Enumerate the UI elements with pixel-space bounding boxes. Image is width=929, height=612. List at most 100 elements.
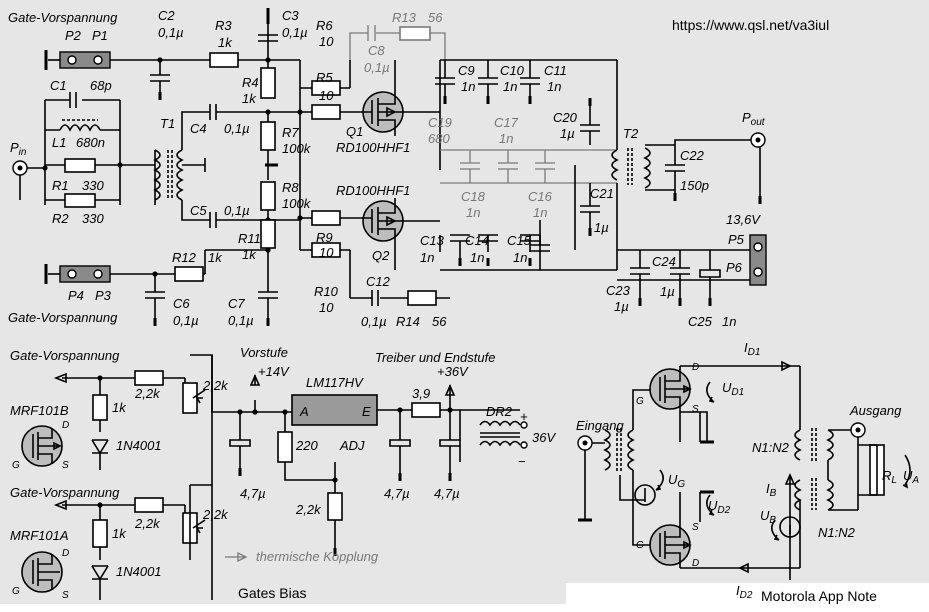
caption-motorola: Motorola App Note [761, 588, 877, 604]
label-ausgang: Ausgang [849, 403, 902, 418]
label-c14: C14 [465, 233, 489, 248]
resistor-r5 [311, 80, 341, 96]
value-c2: 0,1µ [158, 25, 184, 40]
pin-e: E [362, 404, 371, 419]
label-c4: C4 [190, 121, 207, 136]
label-c13: C13 [420, 233, 445, 248]
label-ud2: UD2 [708, 498, 731, 516]
pin-g-lower: G [636, 540, 644, 551]
value-r39: 3,9 [412, 386, 430, 401]
resistor-r3 [209, 52, 239, 68]
resistor-adj-22k [327, 492, 343, 521]
value-c20: 1µ [560, 126, 575, 141]
resistor-r11 [260, 219, 276, 249]
label-voltage: 13,6V [726, 212, 761, 227]
pin-d-a: D [62, 548, 69, 559]
label-36v-out: 36V [532, 430, 556, 445]
pin-s-b: S [62, 460, 69, 471]
pin-d-lower: D [692, 558, 699, 569]
label-ug: UG [668, 472, 685, 490]
label-c7: C7 [228, 296, 245, 311]
label-r2: R2 [52, 211, 69, 226]
label-dr2: DR2 [486, 404, 513, 419]
label-q2: Q2 [372, 248, 390, 263]
label-ua: UA [903, 468, 919, 486]
value-r14: 56 [432, 314, 447, 329]
value-c17: 1n [499, 131, 513, 146]
value-c25: 1n [722, 314, 736, 329]
label-treiber: Treiber und Endstufe [375, 350, 495, 365]
value-adj-22k: 2,2k [295, 502, 322, 517]
pin-g-b: G [12, 460, 20, 471]
label-vorstufe: Vorstufe [240, 345, 288, 360]
label-mrf101a: MRF101A [10, 528, 69, 543]
value-220: 220 [295, 438, 318, 453]
pin-d-b: D [62, 420, 69, 431]
resistor-r2 [64, 193, 96, 208]
value-r10: 10 [319, 300, 334, 315]
pin-d-upper: D [692, 362, 699, 373]
motorola-app-note-schematic: Eingang Ausgang N1:N2 N1:N2 UG UB IB ID1… [576, 340, 919, 604]
value-c13: 1n [420, 250, 434, 265]
potentiometer-1 [182, 382, 198, 414]
value-r12: 1k [208, 250, 223, 265]
value-r6: 10 [319, 34, 334, 49]
label-t2: T2 [623, 126, 639, 141]
label-n-top: N1:N2 [752, 440, 790, 455]
value-22k-2: 2,2k [134, 516, 161, 531]
label-c19: C19 [428, 115, 452, 130]
value-c11: 1n [547, 79, 561, 94]
label-t1: T1 [160, 116, 175, 131]
label-c25: C25 [688, 314, 713, 329]
label-c6: C6 [173, 296, 190, 311]
resistor-1k-b [92, 519, 108, 548]
value-c19: 680 [428, 131, 450, 146]
resistor-r12 [174, 266, 204, 282]
label-v14: +14V [258, 364, 290, 379]
value-r3: 1k [218, 35, 233, 50]
resistor-r7 [260, 121, 276, 151]
label-l1: L1 [52, 135, 66, 150]
value-r1: 330 [82, 178, 104, 193]
label-ub: UB [760, 508, 776, 526]
label-c23: C23 [606, 283, 631, 298]
bias-label-gate-2: Gate-Vorspannung [10, 485, 120, 500]
value-r8: 100k [282, 196, 312, 211]
label-c15: C15 [507, 233, 532, 248]
value-22k-1: 2,2k [134, 386, 161, 401]
bias-label-gate-1: Gate-Vorspannung [10, 348, 120, 363]
label-c1: C1 [50, 78, 67, 93]
resistor-r13 [399, 26, 431, 41]
label-r7: R7 [282, 125, 299, 140]
label-id1: ID1 [744, 340, 760, 358]
label-c12: C12 [366, 274, 391, 289]
value-c47-1: 4,7µ [240, 486, 266, 501]
pin-g-a: G [12, 586, 20, 597]
pin-s-lower: S [692, 522, 699, 533]
label-p4: P4 [68, 288, 84, 303]
type-q2: RD100HHF1 [336, 183, 410, 198]
value-c22: 150p [680, 178, 709, 193]
value-c6: 0,1µ [173, 313, 199, 328]
top-amplifier-schematic: Gate-Vorspannung P2 P1 C2 0,1µ R3 1k C3 … [8, 8, 829, 329]
label-c11: C11 [544, 63, 567, 78]
value-c14: 1n [470, 250, 484, 265]
value-r7: 100k [282, 141, 312, 156]
value-c12: 0,1µ [361, 314, 387, 329]
label-gate-bias-1: Gate-Vorspannung [8, 10, 118, 25]
label-r1: R1 [52, 178, 69, 193]
value-c15: 1n [513, 250, 527, 265]
label-ud1: UD1 [722, 380, 744, 398]
label-pout: Pout [742, 110, 766, 128]
label-ib: IB [766, 481, 777, 499]
resistor-r4 [260, 67, 276, 99]
label-c5: C5 [190, 203, 207, 218]
label-lm117hv: LM117HV [306, 375, 364, 390]
label-mrf101b: MRF101B [10, 403, 69, 418]
caption-gates-bias: Gates Bias [238, 585, 306, 601]
value-c5: 0,1µ [224, 203, 250, 218]
value-c1: 68p [90, 78, 112, 93]
resistor-r10 [311, 242, 341, 258]
value-c9: 1n [461, 79, 475, 94]
label-c24: C24 [652, 254, 676, 269]
